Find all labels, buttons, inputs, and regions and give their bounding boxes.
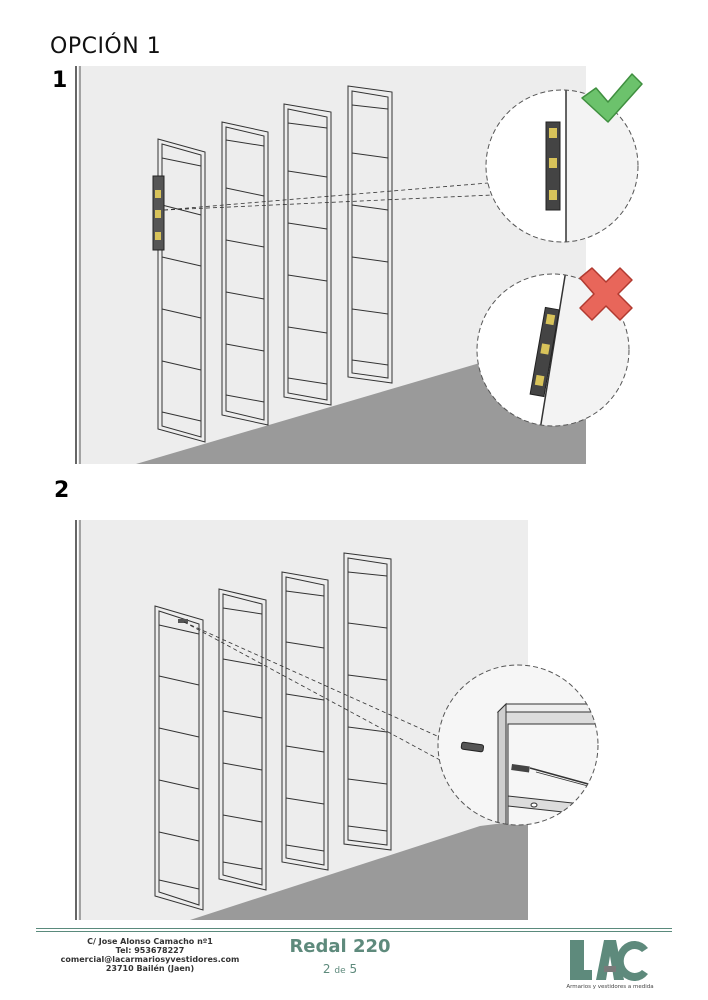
screw-icon [178,619,188,623]
frame-2-4 [343,552,392,851]
assembly-illustrations [75,66,643,920]
floor-2 [190,820,528,920]
lac-logo [570,940,648,981]
step-2-scene [75,520,599,920]
frame-1-2 [221,121,269,426]
address-line: comercial@lacarmariosyvestidores.com [60,955,240,964]
page-separator: de [334,966,346,976]
step-1-number: 1 [52,68,68,93]
check-icon [581,73,643,123]
cross-icon [579,267,633,321]
company-address: C/ Jose Alonso Camacho nº1 Tel: 95367822… [40,937,260,973]
detail-fixing [437,664,599,826]
floor-1 [136,360,586,464]
frame-1-1 [157,138,206,443]
spirit-level-icon [152,175,165,251]
logo-tagline: Armarios y vestidores a medida [566,984,654,990]
address-line: Tel: 953678227 [115,946,185,955]
footer-rule-bottom [36,931,672,932]
page-heading: OPCIÓN 1 [50,34,162,59]
page-current: 2 [322,962,331,976]
frame-2-2 [218,588,267,891]
page-total: 5 [349,962,358,976]
address-line: C/ Jose Alonso Camacho nº1 [87,937,213,946]
frame-2-3 [281,571,329,871]
footer-rule-top [36,928,672,929]
frame-1-4 [347,85,393,384]
frame-1-3 [283,103,332,406]
step-2-number: 2 [54,478,70,503]
step-1-scene [75,66,643,464]
wall-plug-icon [460,741,485,753]
page-indicator: 2 de 5 [300,962,380,976]
product-name: Redal 220 [289,936,391,957]
address-line: 23710 Bailén (Jaen) [105,964,195,973]
